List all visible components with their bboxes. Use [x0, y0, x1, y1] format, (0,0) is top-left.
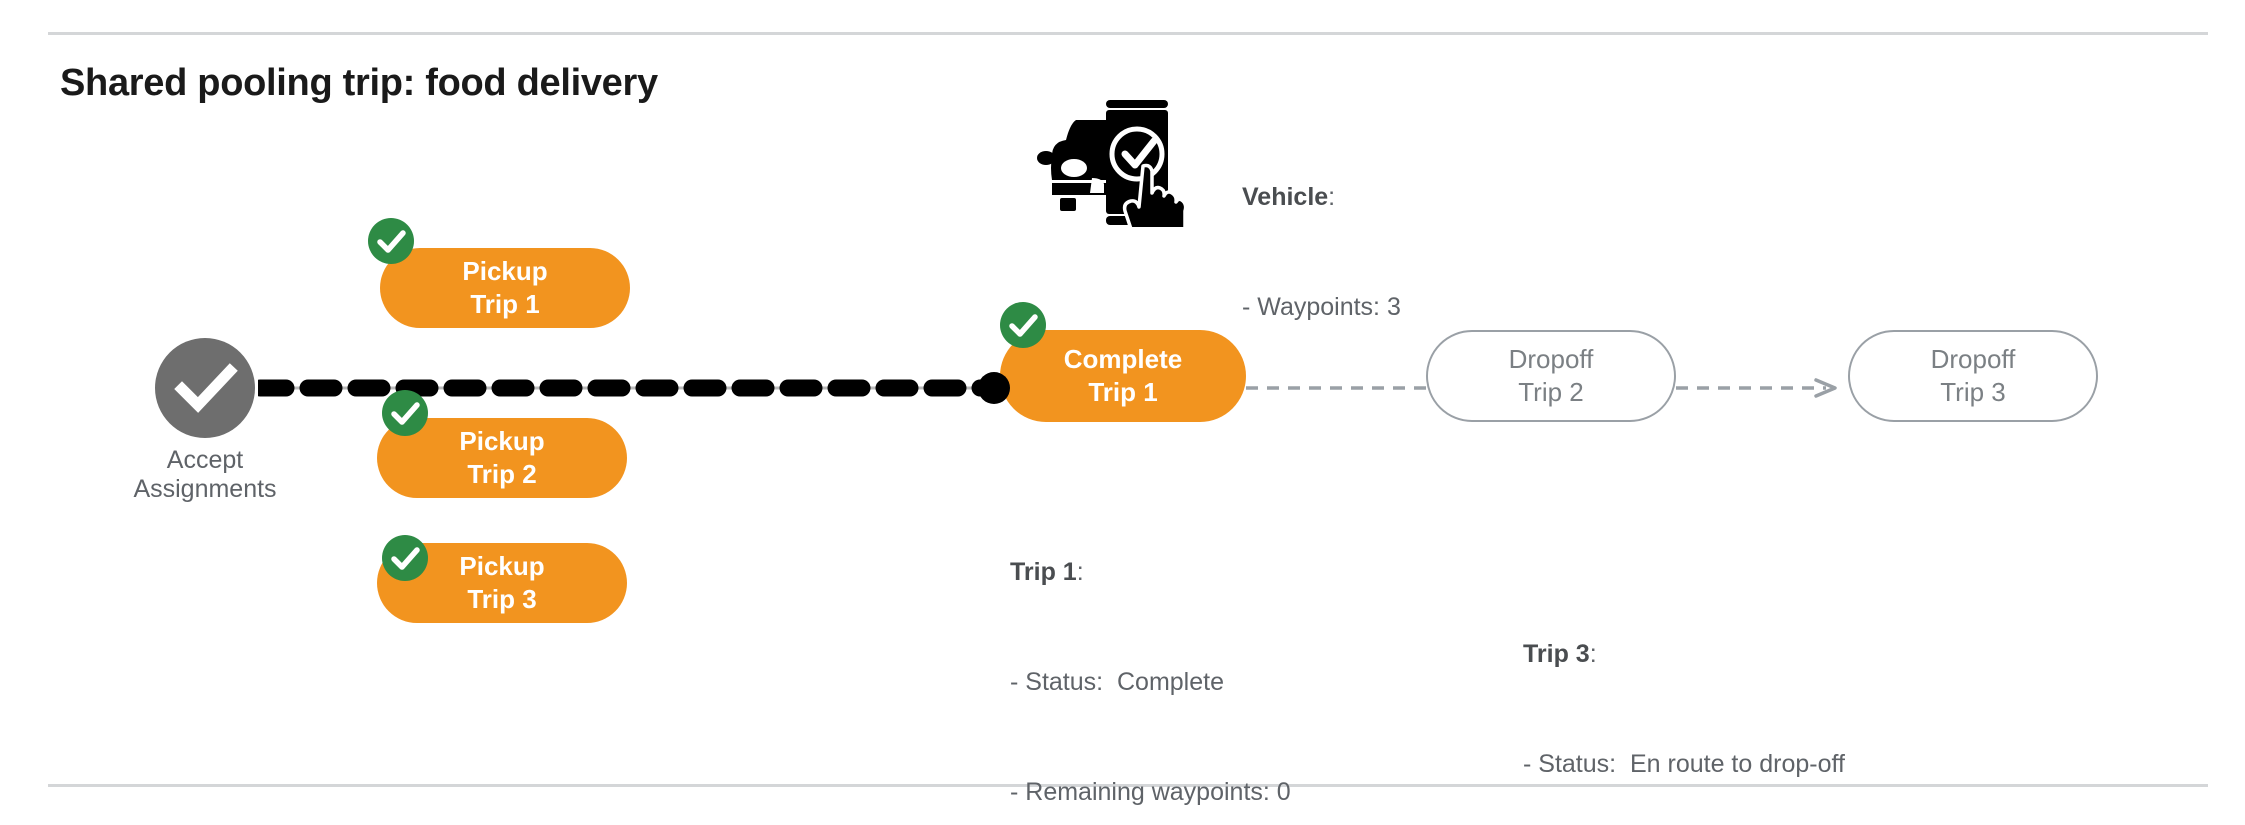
- accept-label-line1: Accept: [166, 446, 244, 474]
- dropoff-trip-2-line1: Dropoff: [1508, 343, 1594, 374]
- pickup-trip-1-check-icon: [368, 218, 414, 264]
- page-title: Shared pooling trip: food delivery: [60, 62, 658, 104]
- black-dashed-connector: [258, 360, 1003, 416]
- pickup-trip-1-pill[interactable]: Pickup Trip 1: [380, 248, 630, 328]
- pickup-trip-3-check-icon: [382, 535, 428, 581]
- complete-trip-1-line2: Trip 1: [1088, 377, 1158, 407]
- pickup-trip-2-line1: Pickup: [459, 425, 545, 456]
- pickup-trip-3-line1: Pickup: [459, 550, 545, 581]
- connector-dropoff2-to-dropoff3: [1676, 373, 1848, 403]
- vehicle-info-block: Vehicle: - Waypoints: 3: [1242, 105, 1401, 399]
- check-circle-icon: [155, 338, 255, 438]
- dropoff-trip-3-line2: Trip 3: [1940, 377, 2006, 407]
- trip-3-heading-row: Trip 3:: [1523, 636, 1845, 673]
- vehicle-info-row: - Waypoints: 3: [1242, 292, 1401, 321]
- top-divider: [48, 32, 2208, 35]
- pickup-trip-2-line2: Trip 2: [467, 459, 537, 489]
- accept-assignments-label: Accept Assignments: [100, 446, 310, 505]
- connector-complete1-to-dropoff2: [1246, 373, 1426, 403]
- accept-assignments-node[interactable]: Accept Assignments: [133, 338, 277, 503]
- pickup-trip-3-line2: Trip 3: [467, 584, 537, 614]
- pickup-trip-1-line1: Pickup: [462, 255, 548, 286]
- trip-1-heading-row: Trip 1:: [1010, 554, 1332, 591]
- dropoff-trip-2-pill[interactable]: Dropoff Trip 2: [1426, 330, 1676, 422]
- dropoff-trip-2-line2: Trip 2: [1518, 377, 1584, 407]
- timeline-joint-dot: [978, 372, 1010, 404]
- complete-trip-1-check-icon: [1000, 302, 1046, 348]
- complete-trip-1-line1: Complete: [1063, 343, 1183, 374]
- trip-1-heading: Trip 1: [1010, 557, 1077, 586]
- dropoff-trip-3-line1: Dropoff: [1930, 343, 2016, 374]
- vehicle-info-heading-row: Vehicle:: [1242, 179, 1401, 216]
- trip-3-status-row: - Status: En route to drop-off: [1523, 749, 1845, 778]
- trip-1-heading-suffix: :: [1076, 557, 1084, 586]
- bottom-divider: [48, 784, 2208, 787]
- trip-1-status-row: - Status: Complete: [1010, 667, 1224, 696]
- trip-3-heading-suffix: :: [1589, 639, 1597, 668]
- accept-label-line2: Assignments: [133, 475, 277, 504]
- trip-1-waypoints-row: - Remaining waypoints: 0: [1010, 778, 1291, 806]
- dropoff-trip-3-pill[interactable]: Dropoff Trip 3: [1848, 330, 2098, 422]
- pickup-trip-2-check-icon: [382, 390, 428, 436]
- complete-trip-1-pill[interactable]: Complete Trip 1: [1000, 330, 1246, 422]
- vehicle-info-heading-suffix: :: [1328, 182, 1336, 211]
- trip-3-info-block: Trip 3: - Status: En route to drop-off -…: [1523, 562, 1845, 825]
- pickup-trip-1-line2: Trip 1: [470, 289, 540, 319]
- trip-3-heading: Trip 3: [1523, 639, 1590, 668]
- car-phone-check-icon: [1030, 82, 1185, 227]
- trip-1-2-info-block: Trip 1: - Status: Complete - Remaining w…: [1010, 480, 1332, 825]
- vehicle-info-heading: Vehicle: [1242, 182, 1329, 211]
